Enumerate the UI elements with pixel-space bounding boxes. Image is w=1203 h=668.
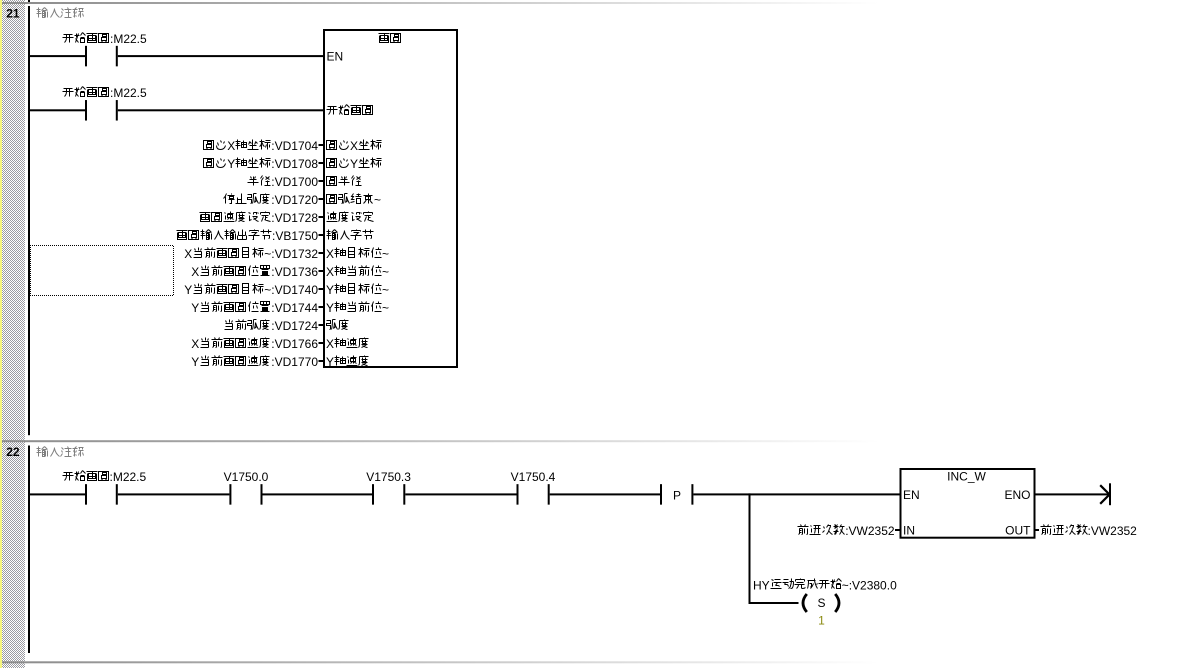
svg-text::M22.5: :M22.5 (110, 470, 147, 484)
svg-text:Y: Y (350, 157, 358, 171)
svg-text:X: X (350, 139, 358, 153)
svg-text:~: ~ (382, 283, 389, 297)
svg-text:INC_W: INC_W (947, 470, 986, 484)
svg-text:X: X (184, 247, 192, 261)
svg-text:EN: EN (903, 488, 920, 502)
svg-text::VW2352: :VW2352 (1088, 524, 1138, 538)
svg-text:ENO: ENO (1004, 488, 1030, 502)
svg-text:X: X (326, 265, 334, 279)
svg-text:~: ~ (382, 301, 389, 315)
svg-text::VD1700: :VD1700 (271, 175, 318, 189)
svg-text:S: S (817, 596, 825, 610)
svg-text:1: 1 (818, 614, 825, 628)
svg-text:V1750.0: V1750.0 (224, 470, 269, 484)
svg-text:Y: Y (326, 355, 334, 369)
svg-text:V1750.4: V1750.4 (511, 470, 556, 484)
svg-text:P: P (673, 488, 681, 502)
svg-text:Y: Y (191, 355, 199, 369)
svg-text:V1750.3: V1750.3 (366, 470, 411, 484)
svg-text:Y: Y (184, 283, 192, 297)
svg-text:~: ~ (382, 247, 389, 261)
svg-text:Y: Y (191, 301, 199, 315)
svg-text::VD1728: :VD1728 (271, 211, 318, 225)
svg-text:IN: IN (903, 524, 915, 538)
svg-text:22: 22 (6, 445, 20, 459)
svg-text:~:VD1732: ~:VD1732 (264, 247, 318, 261)
svg-text:21: 21 (6, 6, 20, 20)
svg-text:X: X (191, 265, 199, 279)
svg-text::VB1750: :VB1750 (272, 229, 318, 243)
svg-text::VD1736: :VD1736 (271, 265, 318, 279)
svg-text:~:VD1740: ~:VD1740 (264, 283, 318, 297)
svg-text:X: X (227, 139, 235, 153)
svg-text::VD1724: :VD1724 (271, 319, 318, 333)
svg-text:EN: EN (327, 49, 344, 63)
svg-text:~:V2380.0: ~:V2380.0 (842, 578, 897, 592)
svg-text::M22.5: :M22.5 (110, 32, 147, 46)
svg-text::VD1708: :VD1708 (271, 157, 318, 171)
svg-text:Y: Y (227, 157, 235, 171)
svg-text:Y: Y (326, 283, 334, 297)
svg-text:HY: HY (753, 578, 770, 592)
svg-text::VW2352: :VW2352 (845, 524, 895, 538)
svg-text::VD1766: :VD1766 (271, 337, 318, 351)
svg-text:~: ~ (382, 265, 389, 279)
svg-text::VD1744: :VD1744 (271, 301, 318, 315)
svg-text:Y: Y (326, 301, 334, 315)
svg-text::M22.5: :M22.5 (110, 86, 147, 100)
svg-text:X: X (191, 337, 199, 351)
svg-text:X: X (326, 247, 334, 261)
svg-text::VD1720: :VD1720 (271, 193, 318, 207)
svg-text:OUT: OUT (1005, 524, 1031, 538)
svg-text:~: ~ (374, 193, 381, 207)
svg-text::VD1770: :VD1770 (271, 355, 318, 369)
svg-text::VD1704: :VD1704 (271, 139, 318, 153)
svg-text:X: X (326, 337, 334, 351)
